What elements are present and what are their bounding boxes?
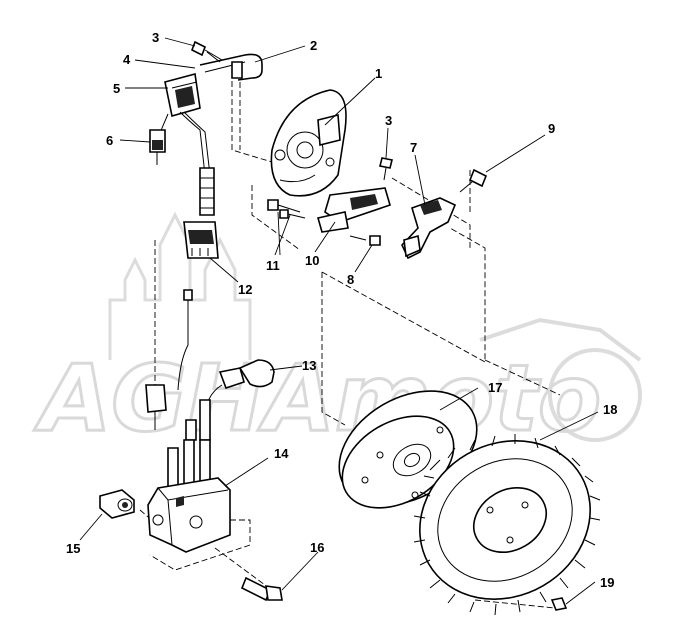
callout-17: 17 [488,380,502,395]
assembly-lines [139,72,561,609]
part-stator-plate [270,89,347,197]
callout-13: 13 [302,358,316,373]
part-cooling-fan [413,434,601,616]
watermark-text: AGHAmoto [34,345,601,452]
callout-7: 7 [410,140,417,155]
part-screw-right [459,168,488,193]
part-lighting-coil [401,197,457,260]
wire-harness [157,111,215,216]
callout-19: 19 [600,575,614,590]
callout-3-top: 3 [152,30,159,45]
part-ignition-coil [147,477,231,553]
callout-6: 6 [106,133,113,148]
callout-16: 16 [310,540,324,555]
part-bolt [240,576,283,602]
watermark-motorcycle-icon [479,317,642,442]
part-pulser-coil [316,187,391,233]
callout-2: 2 [310,38,317,53]
callout-12: 12 [238,282,252,297]
watermark: AGHAmoto [33,211,642,454]
callout-11: 11 [266,258,280,273]
part-screws-pair [267,199,306,219]
part-wire-clamp [199,53,263,81]
part-multipin-connector [183,221,219,259]
part-connector-block [164,72,201,118]
callout-18: 18 [603,402,617,417]
callout-10: 10 [305,253,319,268]
callout-1: 1 [375,66,382,81]
part-fan-screw [550,597,568,611]
part-screw-mid [379,157,393,181]
callout-14: 14 [274,446,289,461]
callout-3-mid: 3 [385,113,392,128]
callout-labels: 3 2 4 5 6 1 3 7 9 11 10 8 12 13 14 15 16… [66,30,617,590]
callout-9: 9 [548,121,555,136]
part-screw-lower [349,235,381,246]
callout-5: 5 [113,81,120,96]
part-screw-top [190,40,223,63]
part-spark-plug-cap [204,359,275,421]
part-small-connector [149,129,166,165]
callout-4: 4 [123,52,131,67]
callout-8: 8 [347,272,354,287]
watermark-castle-icon [108,211,252,360]
leader-lines [79,37,599,605]
part-spacer [99,489,135,519]
callout-15: 15 [66,541,80,556]
